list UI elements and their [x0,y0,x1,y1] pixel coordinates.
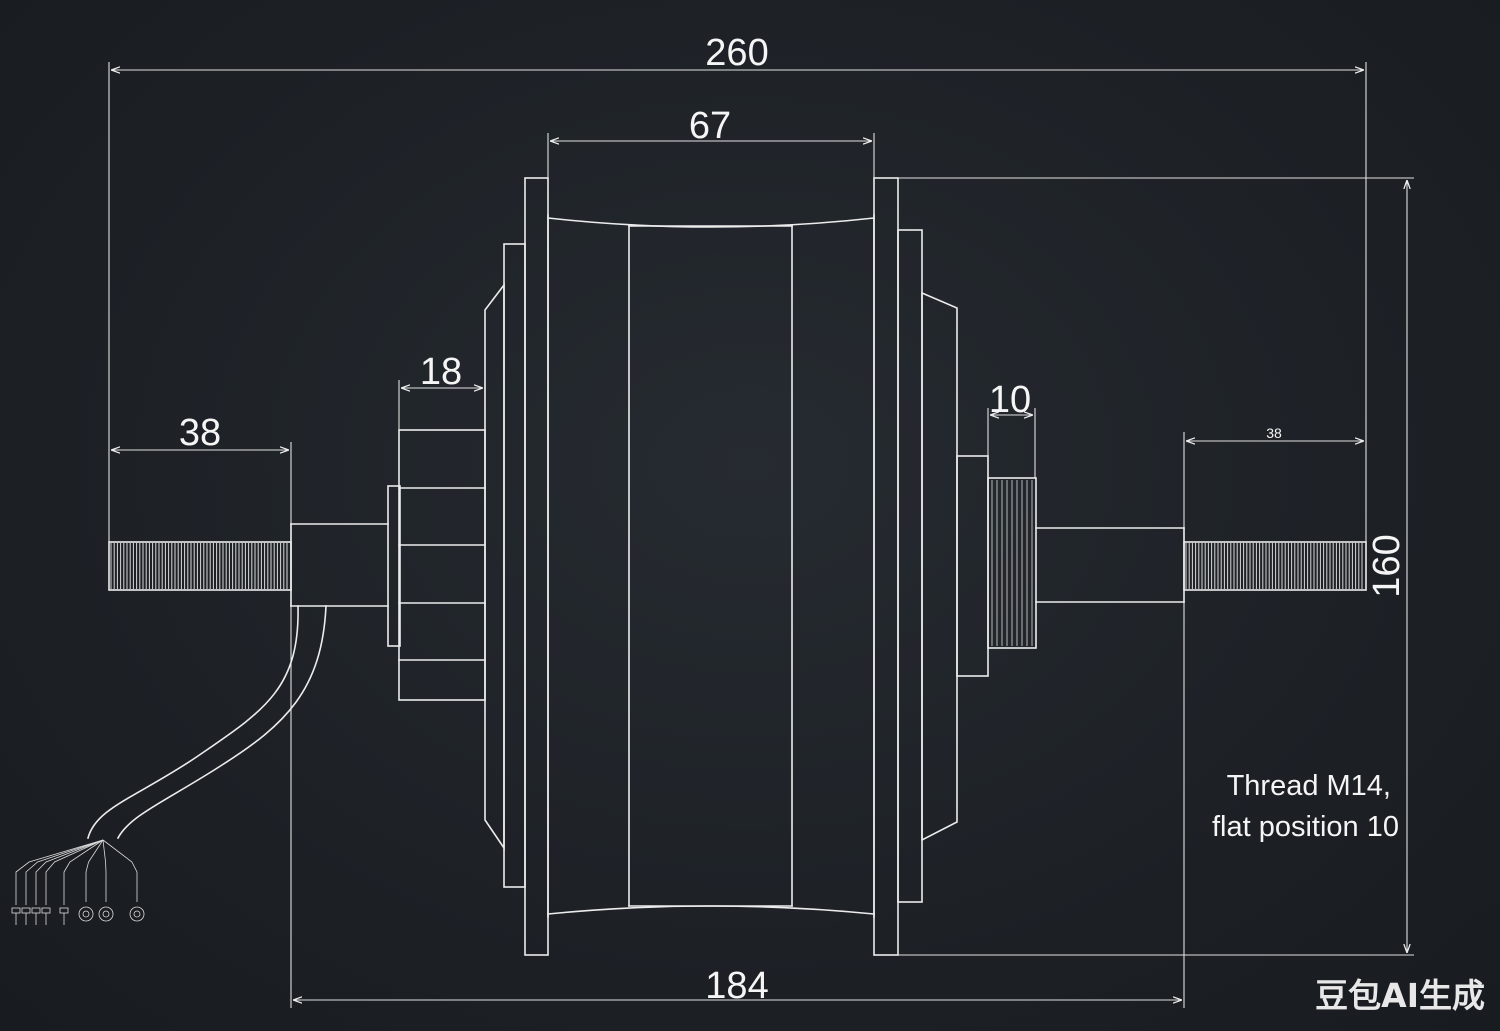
left-spline-block [387,429,486,701]
dim-hub-width-label: 67 [689,105,731,147]
cable-wires [11,839,145,925]
motor-cable [11,605,327,925]
thread-note-line2: flat position 10 [1212,811,1399,843]
ring-terminal-hole [102,910,110,918]
watermark: 豆包AI生成 [1315,976,1485,1015]
pin-terminal [31,907,41,914]
dim-flange-span-label: 184 [705,965,768,1007]
dim-left-step-label: 18 [420,351,462,393]
dim-hub-width: 67 [547,105,875,180]
pin-terminal [21,907,31,914]
cable-wire [25,839,104,905]
right-thread-hatch [1185,543,1363,589]
cable-wire [45,839,104,905]
dim-overall-length-label: 260 [705,32,768,74]
dim-overall-length: 260 [108,32,1367,542]
dim-right-step-label: 10 [989,379,1031,421]
cable-wire [102,839,107,902]
cable-wire [85,839,104,902]
ring-terminal [78,906,94,922]
ring-terminal-hole [82,910,90,918]
ring-terminal [129,906,145,922]
right-cover [873,177,958,956]
pin-terminal [59,907,69,914]
dim-left-axle-label: 38 [179,412,221,454]
dim-diameter: 160 [898,177,1414,956]
dim-right-axle-label: 38 [1266,425,1282,441]
cable-wire [63,839,104,905]
ring-terminal [98,906,114,922]
ring-terminal-hole [133,910,141,918]
cable-wire [102,839,138,902]
dim-left-axle: 38 [111,412,292,540]
dim-left-step: 18 [398,351,486,430]
thread-note: Thread M14, flat position 10 [1212,770,1399,843]
thread-note-line1: Thread M14, [1227,770,1391,802]
right-spline-teeth [991,480,1033,646]
left-cover [484,177,549,956]
right-thread [1183,541,1367,591]
axle [108,523,1367,607]
left-thread-hatch [110,543,288,589]
dim-right-step: 10 [987,379,1036,478]
cable-wire [15,839,104,905]
pin-terminal [11,907,21,914]
dim-right-axle: 38 [1183,425,1364,540]
cable-wire [35,839,104,905]
hub-shell [547,214,875,918]
dim-flange-span: 184 [290,600,1185,1008]
right-spline-block [956,455,1037,677]
pin-terminal [41,907,51,914]
dim-diameter-label: 160 [1366,534,1408,597]
